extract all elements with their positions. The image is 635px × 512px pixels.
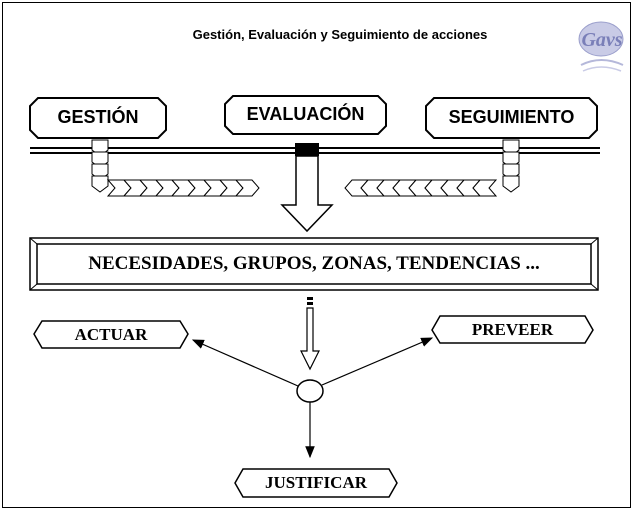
banner-inner xyxy=(36,243,592,285)
banner-text: NECESIDADES, GRUPOS, ZONAS, TENDENCIAS .… xyxy=(88,253,540,274)
gestion-down-chevrons xyxy=(91,139,109,193)
gavs-logo-icon: Gavs xyxy=(578,21,624,72)
evaluacion-box xyxy=(224,95,387,135)
justificar-box xyxy=(234,468,398,498)
gestion-box xyxy=(29,97,167,139)
banner-down-arrow xyxy=(300,297,320,371)
actuar-box xyxy=(33,320,189,349)
slide-frame xyxy=(2,2,631,508)
actuar-label: ACTUAR xyxy=(74,325,148,344)
gestion-right-chevrons xyxy=(106,179,260,197)
gestion-label: GESTIÓN xyxy=(57,107,139,127)
slide-title: Gestión, Evaluación y Seguimiento de acc… xyxy=(192,27,488,42)
decision-node xyxy=(296,379,324,403)
preveer-box xyxy=(431,315,594,344)
seguimiento-down-chevrons xyxy=(502,139,520,193)
evaluacion-label: EVALUACIÓN xyxy=(246,104,365,124)
seguimiento-box xyxy=(425,97,598,139)
seguimiento-label: SEGUIMIENTO xyxy=(448,107,575,127)
seguimiento-left-chevrons xyxy=(344,179,498,197)
logo-text: Gavs xyxy=(581,29,622,51)
arrow-to-actuar xyxy=(191,339,299,387)
arrow-to-preveer xyxy=(321,337,434,386)
justificar-label: JUSTIFICAR xyxy=(264,473,368,492)
preveer-label: PREVEER xyxy=(471,320,554,339)
timeline-marker xyxy=(295,143,319,156)
evaluacion-down-arrow xyxy=(280,155,334,233)
